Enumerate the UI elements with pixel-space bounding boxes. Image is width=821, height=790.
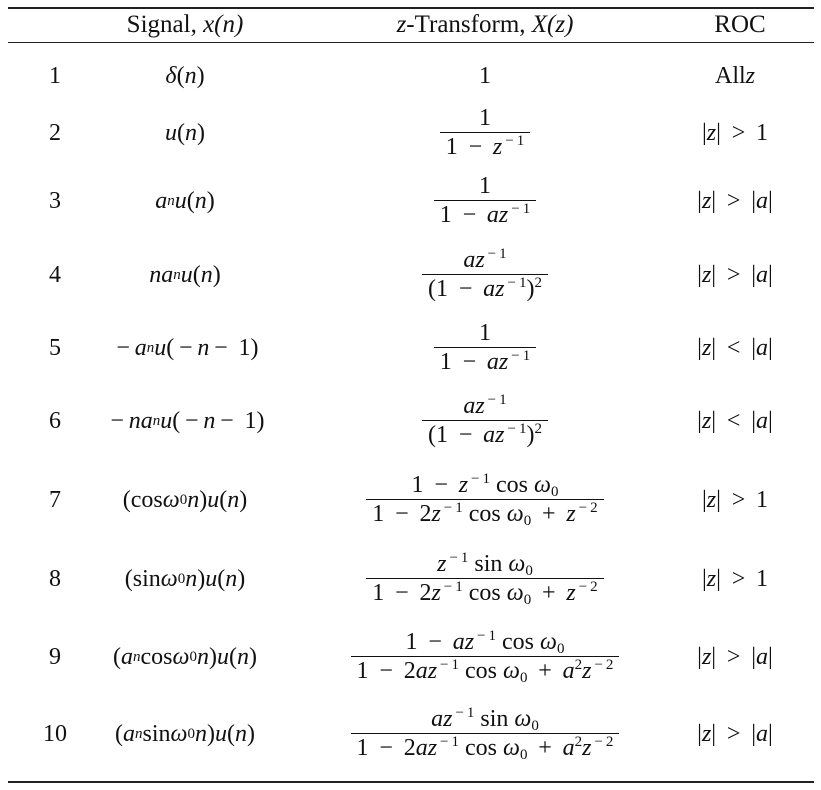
z-transform-cell: 1	[479, 62, 491, 89]
header-roc: ROC	[714, 11, 766, 38]
table-header-rule	[8, 42, 814, 43]
row-number: 10	[43, 720, 67, 747]
roc-cell: |z| < |a|	[697, 334, 773, 361]
row-number: 1	[49, 62, 61, 89]
roc-cell: |z| > |a|	[697, 643, 773, 670]
roc-cell: |z| > |a|	[697, 187, 773, 214]
roc-cell: |z| > 1	[701, 119, 769, 146]
row-number: 4	[49, 261, 61, 288]
roc-cell: |z| < |a|	[697, 407, 773, 434]
z-transform-cell: az − 1(1 − az − 1)2	[320, 390, 650, 452]
row-number: 3	[49, 187, 61, 214]
row-number: 2	[49, 119, 61, 146]
roc-cell: |z| > |a|	[697, 720, 773, 747]
row-number: 9	[49, 643, 61, 670]
roc-cell: |z| > |a|	[697, 261, 773, 288]
z-transform-cell: az − 1(1 − az − 1)2	[320, 244, 650, 306]
table-bottom-rule	[8, 781, 814, 783]
row-number: 7	[49, 486, 61, 513]
roc-cell: |z| > 1	[701, 486, 769, 513]
row-number: 5	[49, 334, 61, 361]
row-number: 6	[49, 407, 61, 434]
roc-cell: All z	[714, 62, 755, 89]
signal-cell: u(n)	[165, 119, 205, 146]
table-row: 1 δ(n) 1 All z	[0, 45, 821, 107]
header-z-transform: z-Transform, X(z)	[396, 11, 574, 38]
signal-cell: δ(n)	[165, 62, 205, 89]
table-top-rule	[8, 7, 814, 9]
row-number: 8	[49, 565, 61, 592]
roc-cell: |z| > 1	[701, 565, 769, 592]
header-signal: Signal, x(n)	[126, 11, 244, 38]
